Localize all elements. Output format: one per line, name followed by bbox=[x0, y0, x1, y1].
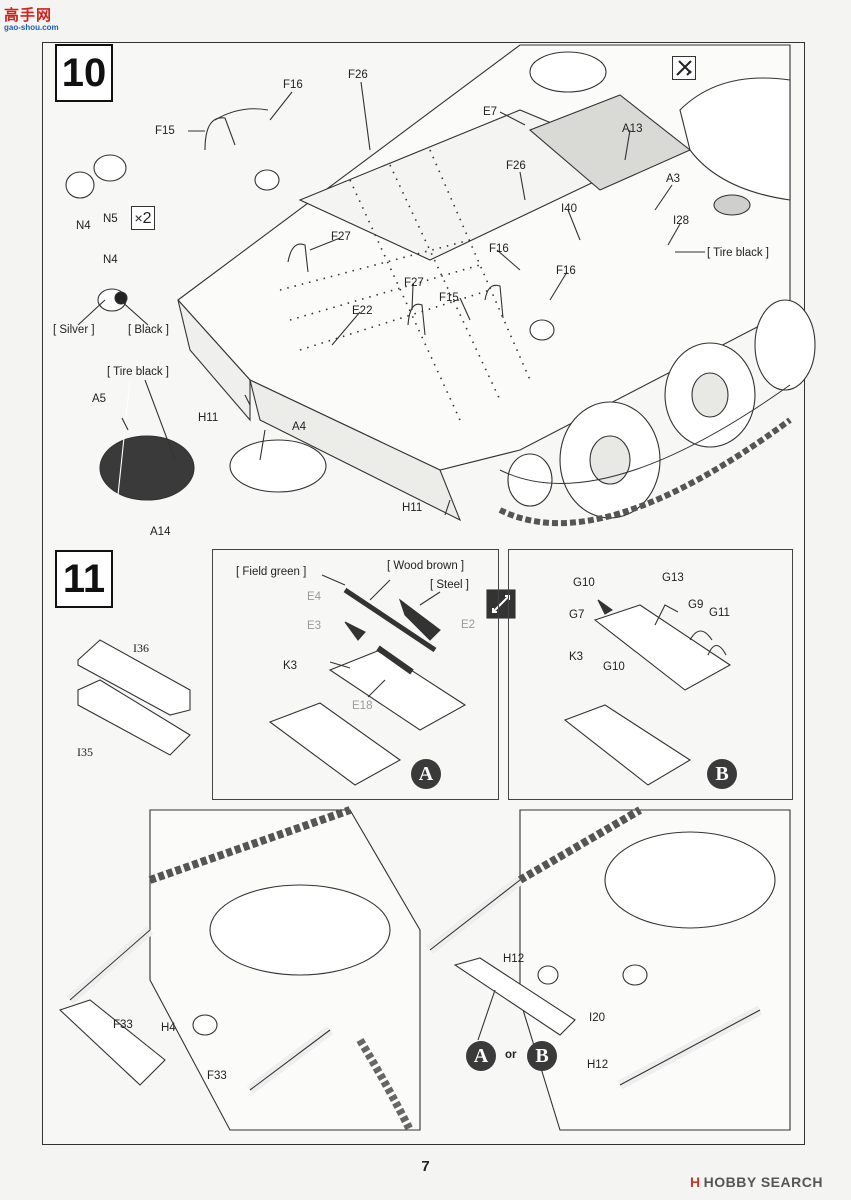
site-logo-text: 高手网 bbox=[4, 6, 53, 24]
label-F33: F33 bbox=[207, 1070, 227, 1082]
label-N4: N4 bbox=[103, 254, 118, 266]
label-G7: G7 bbox=[569, 609, 585, 621]
label-A14: A14 bbox=[150, 526, 171, 538]
label-E2: E2 bbox=[461, 619, 476, 631]
label-N5: N5 bbox=[103, 213, 118, 225]
label-steel: [ Steel ] bbox=[430, 579, 469, 591]
label-E18: E18 bbox=[352, 700, 373, 712]
brand-name: HOBBY SEARCH bbox=[703, 1174, 823, 1190]
label-A5: A5 bbox=[92, 393, 107, 405]
label-H11: H11 bbox=[198, 412, 219, 424]
label-I36: I36 bbox=[133, 641, 149, 655]
label-G10: G10 bbox=[573, 577, 595, 589]
label-H12: H12 bbox=[587, 1059, 609, 1071]
quantity-count: 2 bbox=[142, 210, 152, 227]
label-K3: K3 bbox=[569, 651, 584, 663]
label-F16: F16 bbox=[489, 243, 509, 255]
label-E3: E3 bbox=[307, 620, 322, 632]
label-K3: K3 bbox=[283, 660, 298, 672]
label-F33: F33 bbox=[113, 1019, 133, 1031]
label-I20: I20 bbox=[589, 1012, 605, 1024]
label-E4: E4 bbox=[307, 591, 322, 603]
label-G11: G11 bbox=[709, 607, 730, 619]
label-black: [ Black ] bbox=[128, 324, 169, 336]
label-tire-black: [ Tire black ] bbox=[707, 247, 769, 259]
label-H12: H12 bbox=[503, 953, 525, 965]
label-F15: F15 bbox=[155, 125, 175, 137]
label-F16: F16 bbox=[556, 265, 576, 277]
label-A13: A13 bbox=[622, 123, 643, 135]
label-A4: A4 bbox=[292, 421, 307, 433]
label-E7: E7 bbox=[483, 106, 498, 118]
brand-logo-mark: H bbox=[690, 1174, 701, 1190]
label-tire-black: [ Tire black ] bbox=[107, 366, 169, 378]
label-F27: F27 bbox=[331, 231, 351, 243]
cut-tool-icon bbox=[672, 56, 696, 80]
label-F16: F16 bbox=[283, 79, 303, 91]
label-A3: A3 bbox=[666, 173, 681, 185]
label-wood-brown: [ Wood brown ] bbox=[387, 560, 465, 572]
variant-b-panel bbox=[508, 549, 793, 800]
site-logo: 高手网 gao-shou.com bbox=[4, 4, 76, 34]
option-a-badge: A bbox=[466, 1041, 496, 1071]
label-H11: H11 bbox=[402, 502, 423, 514]
label-F27: F27 bbox=[404, 277, 424, 289]
site-logo-url: gao-shou.com bbox=[4, 23, 59, 32]
label-silver: [ Silver ] bbox=[53, 324, 95, 336]
label-F26: F26 bbox=[348, 69, 368, 81]
label-I28: I28 bbox=[673, 215, 689, 227]
step-10-number: 10 bbox=[55, 44, 113, 102]
label-N4: N4 bbox=[76, 220, 91, 232]
label-F15: F15 bbox=[439, 292, 459, 304]
label-or: or bbox=[505, 1049, 517, 1061]
option-b-badge: B bbox=[527, 1041, 557, 1071]
label-G9: G9 bbox=[688, 599, 704, 611]
label-G13: G13 bbox=[662, 572, 684, 584]
label-field-green: [ Field green ] bbox=[236, 566, 307, 578]
quantity-badge: ×2 bbox=[131, 206, 155, 230]
label-I40: I40 bbox=[561, 203, 577, 215]
variant-a-badge: A bbox=[411, 759, 441, 789]
step-11-number: 11 bbox=[55, 550, 113, 608]
variant-b-badge: B bbox=[707, 759, 737, 789]
label-E22: E22 bbox=[352, 305, 373, 317]
label-G10: G10 bbox=[603, 661, 625, 673]
label-I35: I35 bbox=[77, 745, 93, 759]
label-F26: F26 bbox=[506, 160, 526, 172]
page-number: 7 bbox=[421, 1158, 430, 1175]
label-H4: H4 bbox=[161, 1022, 176, 1034]
variant-a-panel bbox=[212, 549, 499, 800]
